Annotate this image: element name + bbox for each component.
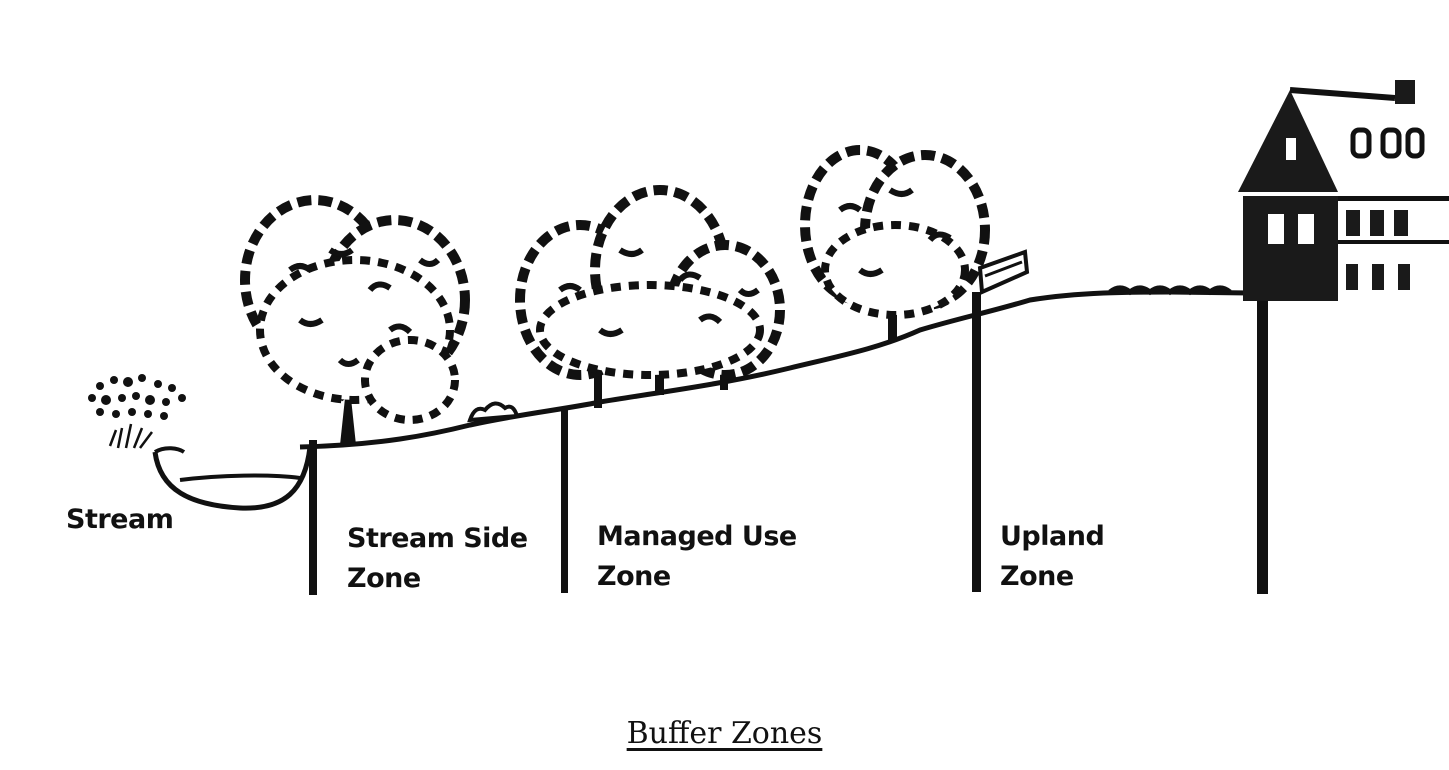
shrub-icon <box>88 374 186 449</box>
stream-side-zone-line1: Stream Side <box>347 523 528 554</box>
house-icon <box>1238 80 1449 301</box>
managed-use-zone-label: Managed Use Zone <box>597 517 797 597</box>
divider-upland <box>972 292 981 592</box>
tree-icon-upland <box>800 145 990 340</box>
upland-zone-line1: Upland <box>1000 521 1105 552</box>
bush-icon <box>467 401 520 423</box>
tree-icon-managed-use <box>515 185 785 408</box>
figure-caption: Buffer Zones <box>0 716 1449 751</box>
grass-icon <box>1108 285 1232 296</box>
stream-bank-lip <box>153 446 186 454</box>
ground-slope <box>299 289 1251 450</box>
stream-channel <box>152 446 313 511</box>
sign-icon <box>977 249 1030 295</box>
upland-zone-line2: Zone <box>1000 561 1074 592</box>
upland-zone-label: Upland Zone <box>1000 517 1105 597</box>
stream-side-zone-line2: Zone <box>347 563 421 594</box>
tree-icon-stream-side <box>240 195 470 445</box>
caption-text: Buffer Zones <box>626 716 823 751</box>
managed-use-zone-line2: Zone <box>597 561 671 592</box>
divider-managed-use <box>561 408 568 593</box>
stream-water-surface <box>179 473 301 482</box>
stream-side-zone-label: Stream Side Zone <box>347 519 528 599</box>
stream-label: Stream <box>66 504 174 535</box>
divider-stream-side <box>309 440 317 595</box>
managed-use-zone-line1: Managed Use <box>597 521 797 552</box>
divider-house <box>1257 292 1268 594</box>
